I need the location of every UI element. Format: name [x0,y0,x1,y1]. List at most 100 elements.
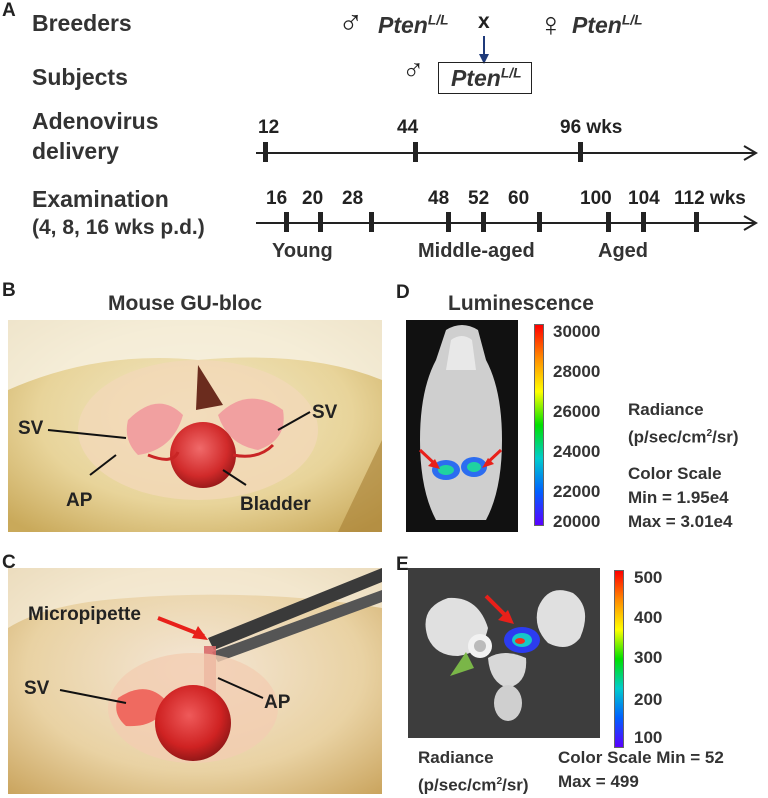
exam-tick-label: 100 [580,188,612,209]
panel-c-leader-lines [59,616,264,704]
panel-e-scale-value: 500 [634,568,663,587]
subjects-label: Subjects [32,64,128,90]
exam-tick-label: 52 [468,188,490,209]
phase-aged: Aged [598,240,648,262]
panel-e-colorbar [614,570,624,748]
panel-c-micropipette-label: Micropipette [28,604,141,625]
radiance-unit-exponent: 2 [706,428,713,439]
breeder-male-genotype: PtenL/L [378,12,449,39]
adenovirus-label-line2: delivery [32,138,119,164]
ex-vivo-image-drawing [408,568,600,738]
panel-e-radiance-line2: (p/sec/cm2/sr) [418,770,529,798]
gene-name: Pten [451,65,501,91]
panel-b-leader-lines [47,411,311,486]
delivery-tick-label: 96 wks [560,117,623,138]
phase-young: Young [272,240,333,262]
panel-d-scale-value: 28000 [553,362,601,381]
signal-arrow-icon [498,610,514,624]
gene-allele: L/L [427,12,449,28]
delivery-tick [263,142,268,162]
panel-d-colorbar [534,324,544,526]
examination-timeline [256,212,758,232]
ex-vivo-image [408,568,600,738]
examination-label-line2: (4, 8, 16 wks p.d.) [32,216,205,239]
radiance-unit-text: /sr) [712,427,739,447]
delivery-axis-arrowhead [743,145,758,161]
panel-d-color-scale-title: Color Scale [628,464,722,483]
panel-d-min-text: Min = 1.95e4 [628,488,729,507]
luminescence-image [406,320,518,532]
panel-d-scale-value: 20000 [553,512,601,531]
examination-label-line1: Examination [32,186,169,212]
panel-e-letter: E [396,554,409,575]
subject-male-symbol-icon: ♂ [402,54,425,87]
panel-b-letter: B [2,280,16,301]
panel-a-letter: A [2,0,16,21]
exam-tick [284,212,289,232]
exam-tick-label: 112 wks [674,188,746,209]
panel-e-scale-value: 400 [634,608,663,627]
green-arrowhead-icon [450,652,474,676]
panel-e-color-scale-min-text: Color Scale Min = 52 [558,748,724,767]
gene-allele: L/L [500,65,522,81]
exam-tick [694,212,699,232]
exam-tick [369,212,374,232]
subject-genotype: PtenL/L [451,65,522,92]
panel-b-sv-right-label: SV [312,402,338,423]
cross-symbol: x [478,10,490,33]
panel-d-title: Luminescence [448,292,594,315]
delivery-tick-label: 12 [258,117,280,138]
gu-bloc-photo-drawing [8,320,382,532]
panel-e-scale-value: 100 [634,728,663,747]
panel-c-sv-label: SV [24,678,50,699]
radiance-unit-text: (p/sec/cm [418,775,497,795]
exam-tick [537,212,542,232]
panel-e-scale-value: 300 [634,648,663,667]
exam-tick-label: 48 [428,188,450,209]
adenovirus-label-line1: Adenovirus [32,108,159,134]
panel-e-radiance-line1: Radiance [418,748,494,767]
phase-middle-aged: Middle-aged [418,240,535,262]
panel-c-ap-label: AP [264,692,291,713]
gu-bloc-photo [8,320,382,532]
breeders-label: Breeders [32,10,132,36]
panel-b-title: Mouse GU-bloc [108,292,263,315]
luminescence-image-drawing [406,320,518,532]
exam-tick [481,212,486,232]
panel-b-sv-left-label: SV [18,418,44,439]
micropipette-arrow-icon [192,626,208,640]
exam-tick-label: 104 [628,188,660,209]
micropipette-photo-drawing [8,568,382,794]
exam-axis-arrowhead [743,215,758,231]
delivery-timeline [256,142,758,162]
radiance-unit-exponent: 2 [496,776,503,787]
exam-tick-label: 20 [302,188,324,209]
delivery-tick [413,142,418,162]
cross-arrow [479,36,489,64]
exam-tick [446,212,451,232]
exam-tick-label: 28 [342,188,364,209]
panel-d-letter: D [396,282,410,303]
panel-d-scale-value: 22000 [553,482,601,501]
panel-e-max-text: Max = 499 [558,772,639,791]
radiance-unit-text: /sr) [502,775,529,795]
panel-c-letter: C [2,552,16,573]
gene-name: Pten [378,12,428,38]
exam-tick [606,212,611,232]
breeder-female-genotype: PtenL/L [572,12,643,39]
panel-d-scale-value: 30000 [553,322,601,341]
exam-tick-label: 16 [266,188,288,209]
panel-b-ap-label: AP [66,490,93,511]
gene-name: Pten [572,12,622,38]
exam-tick [318,212,323,232]
radiance-unit-text: (p/sec/cm [628,427,707,447]
delivery-tick [578,142,583,162]
micropipette-photo [8,568,382,794]
male-symbol-icon: ♂ [338,4,364,42]
female-symbol-icon: ♀ [538,6,564,44]
panel-d-max-text: Max = 3.01e4 [628,512,733,531]
panel-d-radiance-line1: Radiance [628,400,704,419]
panel-d-scale-value: 24000 [553,442,601,461]
exam-tick-label: 60 [508,188,530,209]
delivery-tick-label: 44 [397,117,419,138]
